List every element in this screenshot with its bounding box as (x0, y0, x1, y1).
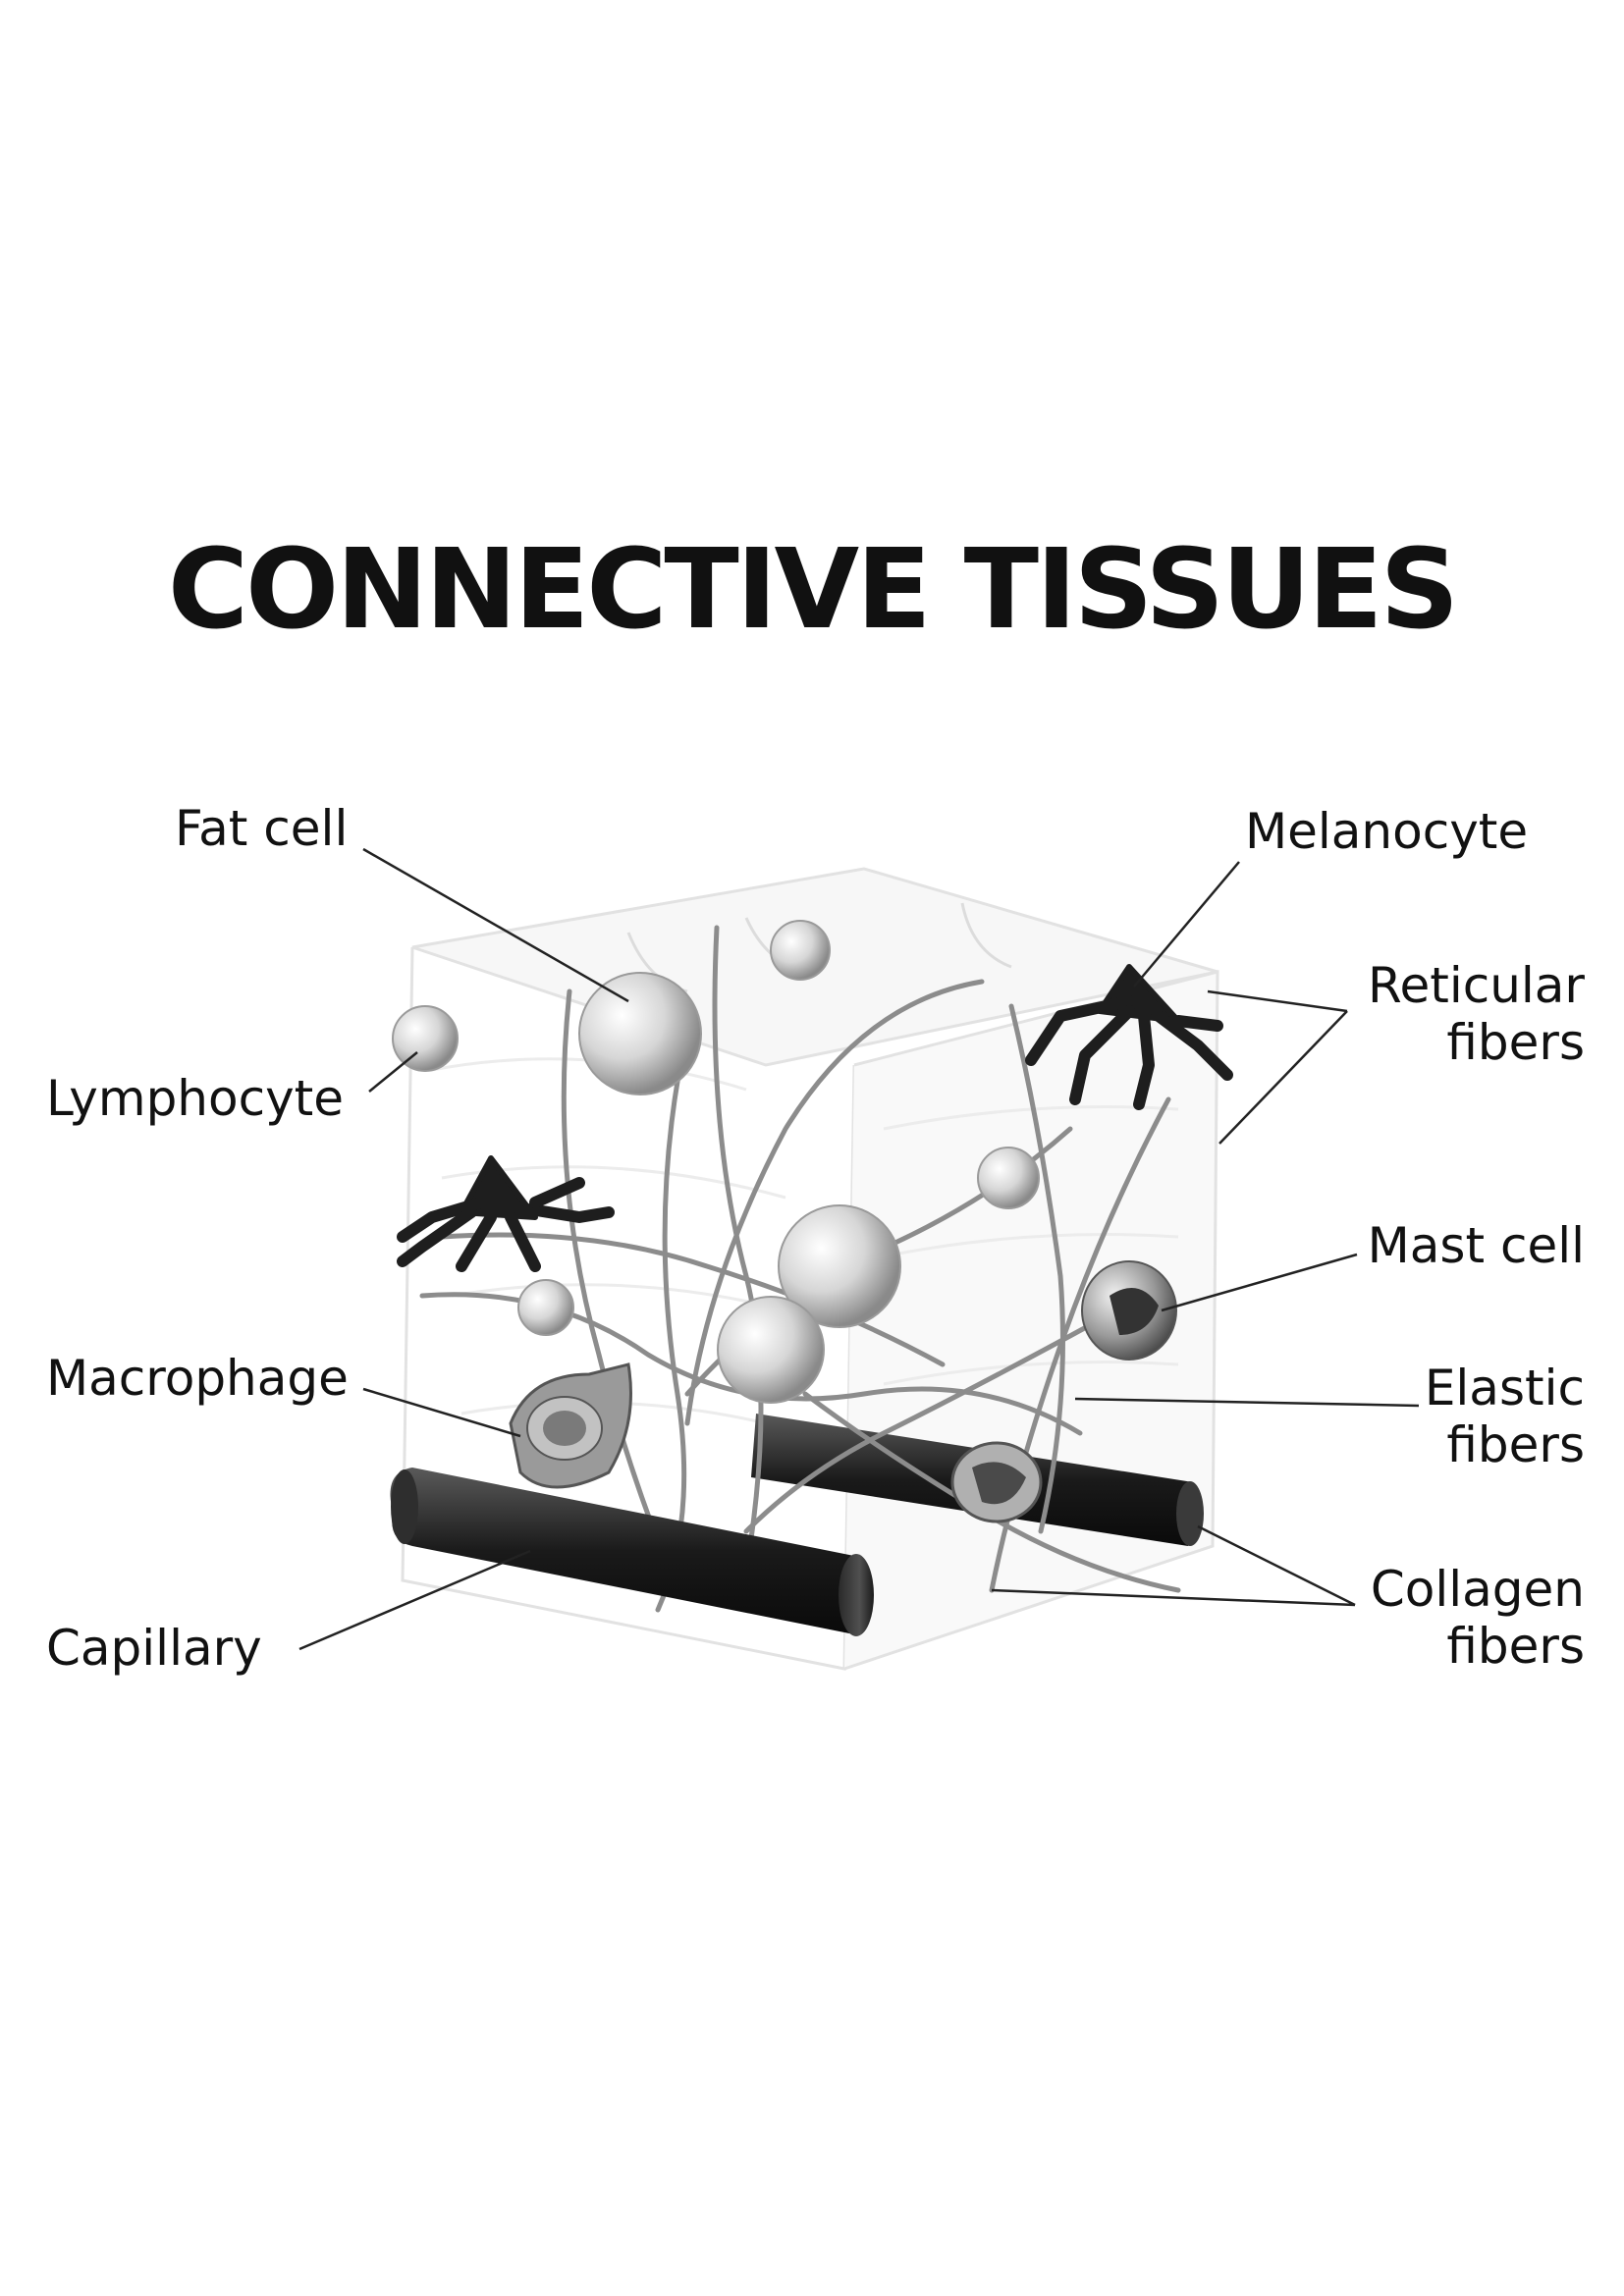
label-fat-cell: Fat cell (175, 800, 349, 857)
label-lymphocyte: Lymphocyte (46, 1070, 345, 1127)
diagram-title: CONNECTIVE TISSUES (167, 526, 1459, 654)
fat-cells (517, 920, 1040, 1404)
leader-elastic (1074, 1397, 1420, 1408)
dendritic-cell (397, 1155, 615, 1272)
mast-cell (1081, 1260, 1177, 1361)
label-melanocyte: Melanocyte (1245, 803, 1529, 860)
label-capillary: Capillary (46, 1620, 262, 1677)
leader-capillary (298, 1549, 531, 1651)
leader-macrophage (362, 1387, 521, 1438)
capillary-tube (390, 1468, 874, 1636)
melanocyte-cell (1025, 964, 1233, 1110)
fat-cell-right (977, 1147, 1040, 1209)
fat-cell-top (770, 920, 831, 981)
leader-mast-cell (1161, 1253, 1358, 1312)
label-macrophage: Macrophage (46, 1350, 349, 1407)
leader-lines (298, 847, 1420, 1651)
leader-collagen-b (991, 1588, 1356, 1607)
leader-reticular-b (1218, 1010, 1348, 1145)
label-mast-cell: Mast cell (1367, 1217, 1585, 1274)
tissue-cell-lower (950, 1441, 1043, 1523)
leader-lymphocyte (368, 1051, 418, 1093)
fat-cell-center (778, 1204, 901, 1328)
label-elastic-fibers: Elastic fibers (1424, 1360, 1585, 1473)
fat-cell-lower (717, 1296, 825, 1404)
leader-collagen-a (1197, 1524, 1356, 1607)
fat-cell-large (578, 972, 702, 1095)
macrophage-cell (509, 1362, 632, 1489)
fat-cell-left-low (517, 1279, 574, 1336)
leader-melanocyte (1133, 861, 1240, 988)
label-reticular-fibers: Reticular fibers (1367, 957, 1585, 1071)
leader-fat-cell (362, 847, 629, 1003)
lymphocyte-cell (392, 1005, 459, 1072)
label-collagen-fibers: Collagen fibers (1370, 1561, 1585, 1675)
leader-reticular-a (1207, 989, 1348, 1013)
